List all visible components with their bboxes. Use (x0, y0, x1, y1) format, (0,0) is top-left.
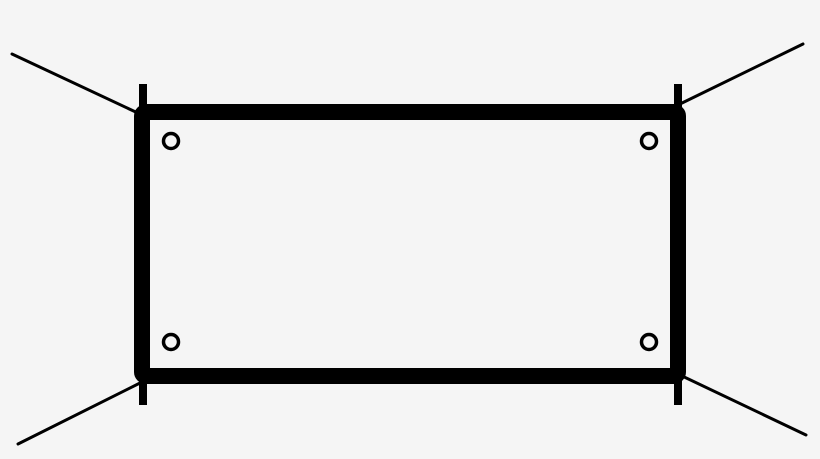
grommet-bottom-right-icon (639, 332, 659, 352)
tie-line-top-left (10, 52, 142, 116)
tie-line-top-right (678, 42, 805, 106)
tie-line-bottom-right (678, 373, 808, 437)
banner-frame (134, 104, 686, 384)
grommet-bottom-left-icon (161, 332, 181, 352)
grommet-top-right-icon (639, 131, 659, 151)
tie-line-bottom-left (16, 381, 142, 446)
grommet-top-left-icon (161, 131, 181, 151)
